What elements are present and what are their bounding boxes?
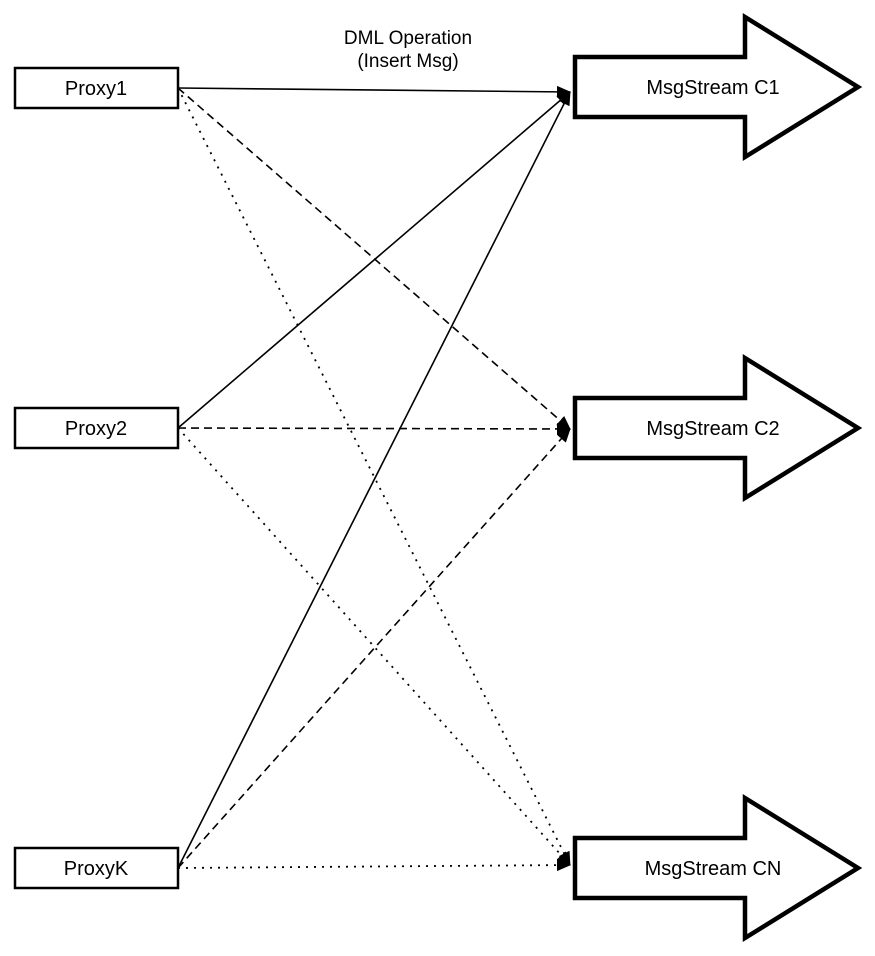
edge-proxy1-cn <box>177 87 571 866</box>
title-line2: (Insert Msg) <box>357 51 458 72</box>
msgstream-c2-label: MsgStream C2 <box>646 418 779 440</box>
msgstream-cn-arrow-shape <box>572 793 863 943</box>
title-annotation: DML Operation (Insert Msg) <box>344 28 472 72</box>
edge-proxy2-c2 <box>177 422 571 435</box>
edge-proxy2-c1 <box>177 91 571 429</box>
proxyk-box <box>13 846 180 890</box>
edge-proxy1-c1 <box>177 85 571 98</box>
edge-proxyk-cn <box>177 859 571 872</box>
msgstream-cn-label: MsgStream CN <box>645 858 782 880</box>
title-line1: DML Operation <box>344 28 472 49</box>
proxy2-label: Proxy2 <box>65 418 127 440</box>
proxy-node-proxy1: Proxy1 <box>13 66 180 110</box>
msgstream-c1-arrow-shape <box>572 12 863 162</box>
proxy2-box <box>13 406 180 450</box>
proxyk-label: ProxyK <box>64 858 129 880</box>
stream-node-c1: MsgStream C1 <box>572 12 863 162</box>
proxy1-box <box>13 66 180 110</box>
edge-proxyk-c1 <box>177 91 571 869</box>
msgstream-c2-arrow-shape <box>572 353 863 503</box>
stream-node-cn: MsgStream CN <box>572 793 863 943</box>
stream-node-c2: MsgStream C2 <box>572 353 863 503</box>
edge-proxy1-c2 <box>177 87 571 430</box>
proxy-node-proxy2: Proxy2 <box>13 406 180 450</box>
proxy1-label: Proxy1 <box>65 78 127 100</box>
edge-proxy2-cn <box>177 427 571 866</box>
msgstream-c1-label: MsgStream C1 <box>646 77 779 99</box>
proxy-node-proxyk: ProxyK <box>13 846 180 890</box>
edge-layer <box>177 85 571 872</box>
edge-proxyk-c2 <box>177 428 571 869</box>
